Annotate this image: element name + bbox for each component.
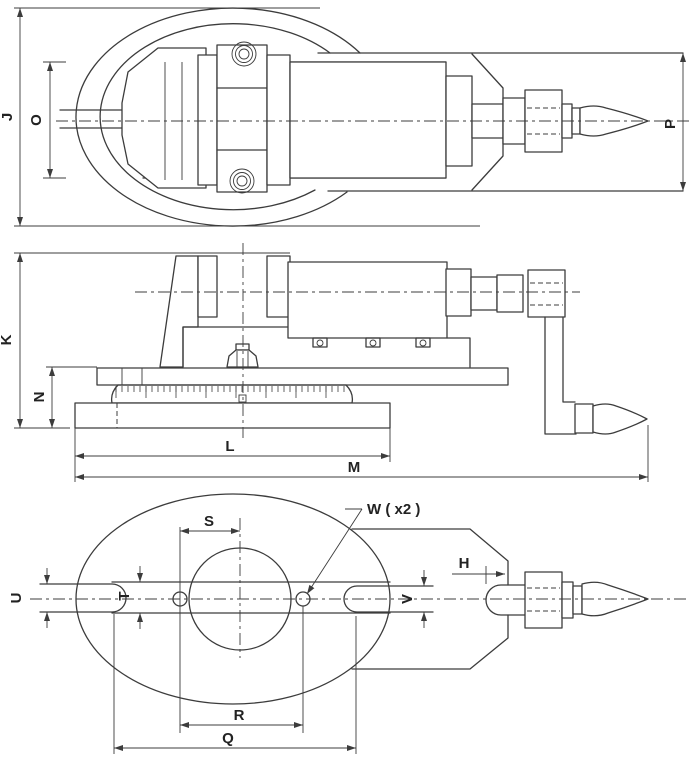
dim-label-T: T	[116, 591, 133, 600]
crank-collar	[574, 403, 594, 434]
front-view: K N L M	[0, 243, 649, 482]
top-view: J O P	[0, 7, 690, 227]
bolt-bottom	[229, 168, 255, 194]
dim-K-extensions	[14, 252, 290, 429]
lock-nut	[226, 343, 259, 368]
cylinder-feet	[312, 337, 431, 348]
dim-label-W: W ( x2 )	[367, 501, 420, 518]
front-collar	[445, 268, 472, 317]
bottom-right-slot	[343, 585, 434, 613]
dim-label-L: L	[225, 438, 234, 455]
screw-notch	[485, 584, 528, 616]
front-fixed-jaw	[159, 255, 199, 368]
bed-plate	[96, 367, 509, 386]
dim-label-N: N	[31, 392, 48, 403]
dim-label-P: P	[662, 119, 679, 129]
bottom-ratchet-hidden	[527, 587, 560, 612]
front-fixed-jaw-plate	[197, 255, 218, 318]
dim-L-extensions	[74, 428, 391, 482]
base-plate	[74, 402, 391, 429]
dim-label-K: K	[0, 334, 15, 345]
front-ratchet-hidden	[530, 282, 563, 306]
body-octagon	[351, 528, 509, 670]
dim-O-extensions	[43, 61, 66, 179]
dim-label-U: U	[8, 593, 25, 604]
ratchet-thread-hidden	[527, 107, 560, 135]
housing-outline	[317, 52, 684, 192]
dim-label-Q: Q	[222, 730, 234, 747]
dim-J-extensions	[14, 7, 480, 227]
dim-label-R: R	[234, 707, 245, 724]
fixed-jaw-casting	[121, 47, 207, 189]
key-channel	[111, 581, 391, 614]
front-shaft	[470, 276, 498, 311]
scale-ticks	[113, 386, 347, 394]
crank-knob	[592, 403, 648, 435]
dim-label-M: M	[348, 459, 361, 476]
bottom-step-1	[561, 581, 574, 619]
front-square	[496, 274, 524, 313]
dim-W-leader	[306, 508, 363, 595]
dim-label-S: S	[204, 513, 214, 530]
jaw-body-edges	[216, 87, 268, 151]
jaw-body	[216, 44, 268, 193]
dim-label-H: H	[459, 555, 470, 572]
dim-label-J: J	[0, 113, 16, 121]
fixed-jaw-plate	[197, 54, 218, 186]
bed-plate-joints	[121, 368, 143, 385]
bottom-left-slot	[39, 583, 127, 613]
saddle	[182, 326, 471, 368]
screw-cylinder	[289, 61, 447, 179]
front-cylinder	[287, 261, 448, 339]
front-ratchet	[527, 269, 566, 318]
bottom-ratchet	[524, 571, 563, 629]
movable-jaw-plate	[266, 54, 291, 186]
dim-label-O: O	[28, 114, 45, 126]
scale-zero-marker	[238, 394, 247, 403]
bottom-step-2	[572, 585, 583, 615]
bottom-extension-lines	[113, 527, 357, 754]
front-movable-jaw-plate	[266, 255, 291, 318]
graduated-ring	[110, 384, 354, 404]
crank-arm	[544, 316, 577, 435]
housing-nose	[471, 53, 504, 191]
bolt-top	[231, 41, 257, 67]
bottom-view: S W ( x2 ) H U T V R Q	[8, 493, 690, 754]
dim-label-V: V	[399, 594, 416, 604]
